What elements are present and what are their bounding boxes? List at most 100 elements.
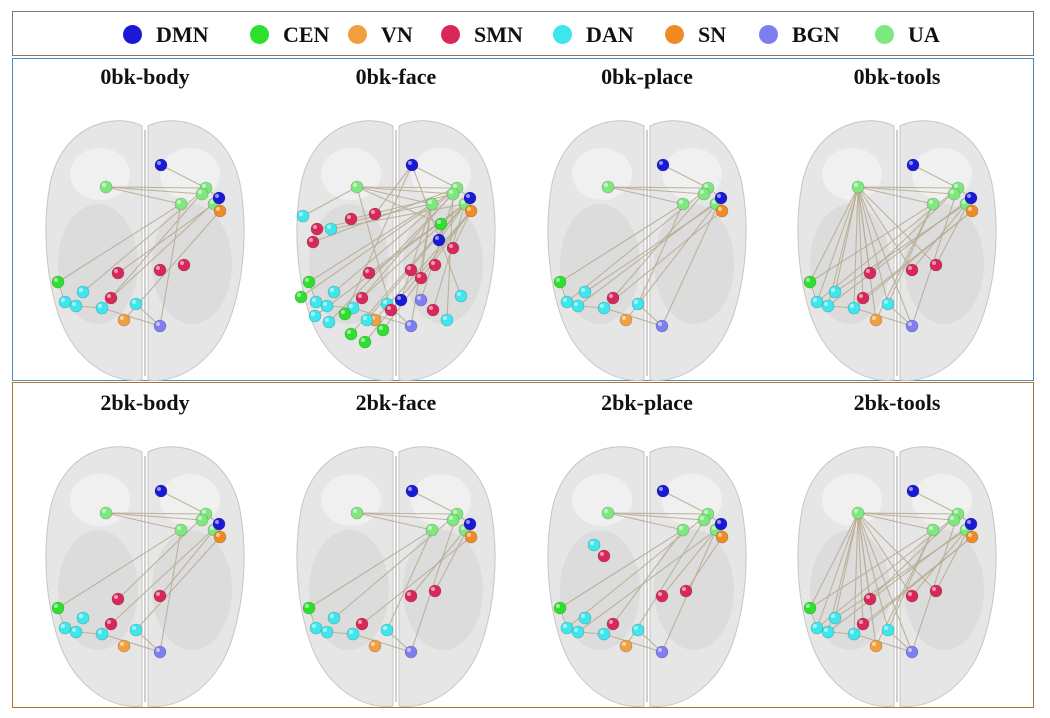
node-highlight bbox=[466, 520, 470, 524]
node-dan-a4 bbox=[597, 627, 611, 641]
node-smn-m3 bbox=[929, 584, 943, 598]
panel-0bk-place: 0bk-place bbox=[522, 64, 772, 384]
network-edge bbox=[308, 529, 433, 609]
node-highlight bbox=[407, 648, 411, 652]
network-edge bbox=[607, 186, 705, 195]
node-smn-extra-19 bbox=[426, 303, 440, 317]
node-highlight bbox=[323, 302, 327, 306]
network-edge bbox=[857, 512, 913, 597]
node-cen-c1 bbox=[553, 601, 567, 615]
node-highlight bbox=[327, 225, 331, 229]
network-edge bbox=[862, 536, 973, 625]
node-highlight bbox=[466, 194, 470, 198]
node-dan-a5 bbox=[380, 623, 394, 637]
network-nodes bbox=[294, 158, 478, 349]
node-highlight bbox=[215, 194, 219, 198]
panel-title: 0bk-place bbox=[601, 64, 693, 89]
node-ua-u2 bbox=[174, 523, 188, 537]
node-dan-a1 bbox=[810, 295, 824, 309]
node-highlight bbox=[453, 510, 457, 514]
node-highlight bbox=[429, 306, 433, 310]
node-dmn-d2 bbox=[212, 517, 226, 531]
node-dan-a3 bbox=[69, 625, 83, 639]
node-vn-v1 bbox=[619, 313, 633, 327]
node-vn-v1 bbox=[368, 639, 382, 653]
network-edges bbox=[308, 490, 472, 653]
node-smn-extra-5 bbox=[368, 207, 382, 221]
node-highlight bbox=[330, 614, 334, 618]
node-dan-a2 bbox=[578, 611, 592, 625]
node-ua-u2 bbox=[174, 197, 188, 211]
node-dmn-d1 bbox=[154, 484, 168, 498]
brain-network-graph bbox=[797, 446, 997, 707]
node-bgn-b1 bbox=[655, 645, 669, 659]
network-edge bbox=[101, 307, 161, 327]
node-highlight bbox=[132, 300, 136, 304]
node-dmn-d2 bbox=[714, 517, 728, 531]
node-dan-a2 bbox=[828, 611, 842, 625]
network-edge bbox=[857, 186, 955, 195]
network-edge bbox=[911, 513, 959, 653]
node-ua-u1 bbox=[99, 506, 113, 520]
node-highlight bbox=[967, 520, 971, 524]
node-highlight bbox=[604, 509, 608, 513]
brain-network-graph bbox=[296, 446, 496, 707]
node-bgn-b1 bbox=[655, 319, 669, 333]
node-dan-a2 bbox=[578, 285, 592, 299]
node-ua-u2 bbox=[676, 197, 690, 211]
node-highlight bbox=[859, 620, 863, 624]
network-edge bbox=[857, 512, 913, 653]
network-edge bbox=[869, 513, 959, 600]
node-smn-m2 bbox=[404, 263, 418, 277]
node-smn-m3 bbox=[929, 258, 943, 272]
node-highlight bbox=[609, 620, 613, 624]
node-smn-m1 bbox=[111, 266, 125, 280]
network-legend: DMN CEN VN SMN DAN SN BGN UA bbox=[12, 11, 1034, 56]
node-dmn-d1 bbox=[906, 158, 920, 172]
legend-swatch-cen bbox=[250, 25, 269, 44]
node-highlight bbox=[305, 278, 309, 282]
node-highlight bbox=[107, 620, 111, 624]
node-cen-extra-23 bbox=[358, 335, 372, 349]
network-edge bbox=[420, 203, 433, 279]
row-2bk bbox=[12, 382, 1034, 708]
node-highlight bbox=[311, 312, 315, 316]
network-edge bbox=[857, 186, 877, 321]
brain-network-graph bbox=[45, 446, 245, 707]
node-highlight bbox=[132, 626, 136, 630]
legend-swatch-sn bbox=[665, 25, 684, 44]
node-dmn-d2 bbox=[463, 517, 477, 531]
network-edge bbox=[857, 186, 913, 271]
node-highlight bbox=[718, 207, 722, 211]
node-highlight bbox=[299, 212, 303, 216]
node-highlight bbox=[61, 624, 65, 628]
network-edge bbox=[853, 633, 913, 653]
node-smn-m4 bbox=[856, 291, 870, 305]
node-highlight bbox=[659, 487, 663, 491]
node-smn-m2 bbox=[905, 589, 919, 603]
network-edge bbox=[117, 513, 207, 600]
node-dan-a2 bbox=[327, 285, 341, 299]
network-edge bbox=[410, 513, 458, 653]
network-edge bbox=[159, 529, 215, 597]
node-dmn-d2 bbox=[964, 191, 978, 205]
network-edge bbox=[105, 512, 207, 515]
node-dmn-extra-17 bbox=[394, 293, 408, 307]
network-edge bbox=[857, 512, 889, 631]
node-highlight bbox=[341, 310, 345, 314]
node-smn-m4 bbox=[104, 617, 118, 631]
node-highlight bbox=[407, 592, 411, 596]
network-edge bbox=[857, 186, 913, 327]
network-edge bbox=[827, 197, 972, 307]
node-highlight bbox=[156, 648, 160, 652]
node-highlight bbox=[658, 648, 662, 652]
node-highlight bbox=[950, 516, 954, 520]
network-edge bbox=[356, 512, 454, 521]
network-edge bbox=[411, 164, 458, 189]
brain-outline bbox=[296, 120, 496, 381]
node-highlight bbox=[371, 210, 375, 214]
legend-item-smn: SMN bbox=[441, 12, 523, 57]
node-highlight bbox=[704, 184, 708, 188]
node-ua-u2 bbox=[425, 197, 439, 211]
legend-item-vn: VN bbox=[348, 12, 413, 57]
